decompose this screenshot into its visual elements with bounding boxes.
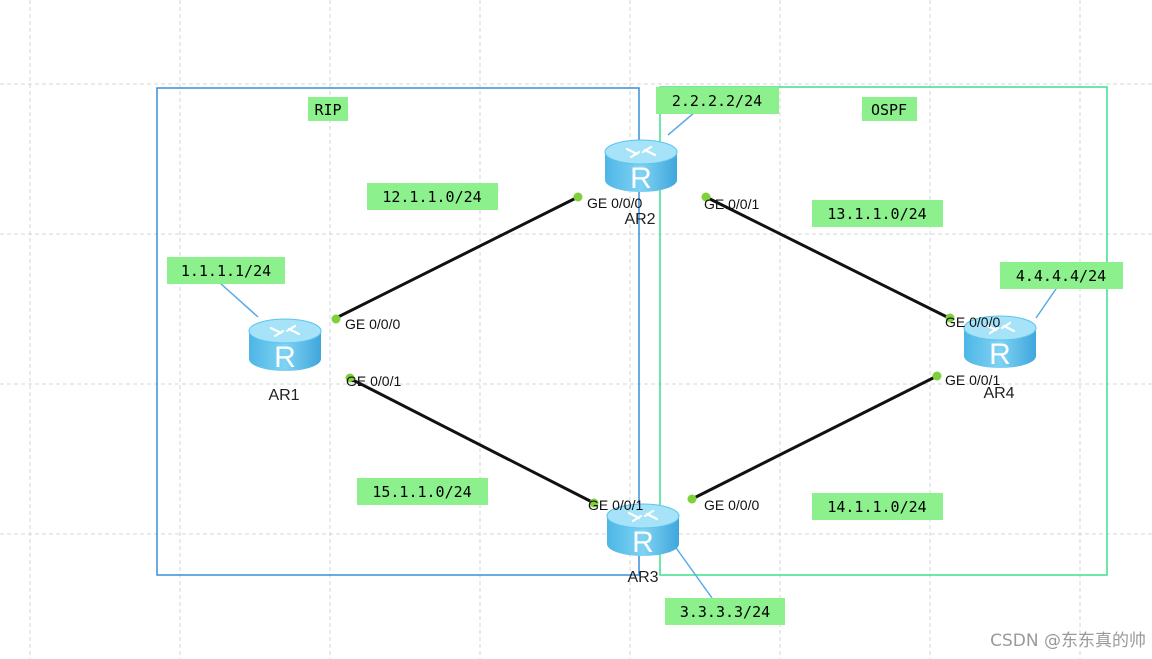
router-name-ar1: AR1 (268, 387, 299, 404)
router-glyph: R (989, 338, 1011, 371)
rip-area-box (156, 87, 640, 576)
router-ar4[interactable]: R (962, 314, 1038, 371)
loopback-label-ar3: 3.3.3.3/24 (680, 603, 770, 621)
subnet-label-ar2-ar4: 13.1.1.0/24 (827, 205, 926, 223)
port-label-ar2-ge001: GE 0/0/1 (704, 196, 759, 212)
router-ar2[interactable]: R (603, 138, 679, 195)
router-ar3[interactable]: R (605, 502, 681, 559)
port-label-ar3-ge000: GE 0/0/0 (704, 497, 759, 513)
router-name-ar3: AR3 (627, 569, 658, 586)
port-label-ar3-ge001: GE 0/0/1 (588, 497, 643, 513)
port-dots (331, 192, 955, 508)
router-ar1[interactable]: R (247, 317, 323, 374)
subnet-label-ar1-ar2: 12.1.1.0/24 (382, 188, 481, 206)
watermark-text: CSDN @东东真的帅 (990, 631, 1146, 651)
ospf-area-box (659, 86, 1108, 576)
router-name-ar4: AR4 (983, 385, 1014, 402)
subnet-label-ar1-ar3: 15.1.1.0/24 (372, 483, 471, 501)
subnet-label-ar3-ar4: 14.1.1.0/24 (827, 498, 926, 516)
links (333, 195, 950, 505)
loopback-label-ar2: 2.2.2.2/24 (672, 92, 762, 110)
loopback-pointers (219, 111, 1059, 599)
rip-area-label: RIP (314, 101, 341, 119)
link-ar1-ar2[interactable] (333, 195, 579, 321)
ospf-area-label: OSPF (871, 101, 907, 119)
port-label-ar2-ge000: GE 0/0/0 (587, 195, 642, 211)
loopback-label-ar1: 1.1.1.1/24 (181, 262, 271, 280)
loopback-label-ar4: 4.4.4.4/24 (1016, 267, 1106, 285)
router-glyph: R (632, 526, 654, 559)
port-label-ar1-ge001: GE 0/0/1 (346, 373, 401, 389)
link-ar2-ar4[interactable] (705, 195, 950, 320)
link-ar1-ar3[interactable] (348, 376, 595, 505)
router-name-ar2: AR2 (624, 211, 655, 228)
router-glyph: R (630, 162, 652, 195)
router-glyph: R (274, 341, 296, 374)
port-label-ar4-ge001: GE 0/0/1 (945, 372, 1000, 388)
port-label-ar1-ge000: GE 0/0/0 (345, 316, 400, 332)
port-label-ar4-ge000: GE 0/0/0 (945, 314, 1000, 330)
link-ar3-ar4[interactable] (691, 374, 938, 501)
